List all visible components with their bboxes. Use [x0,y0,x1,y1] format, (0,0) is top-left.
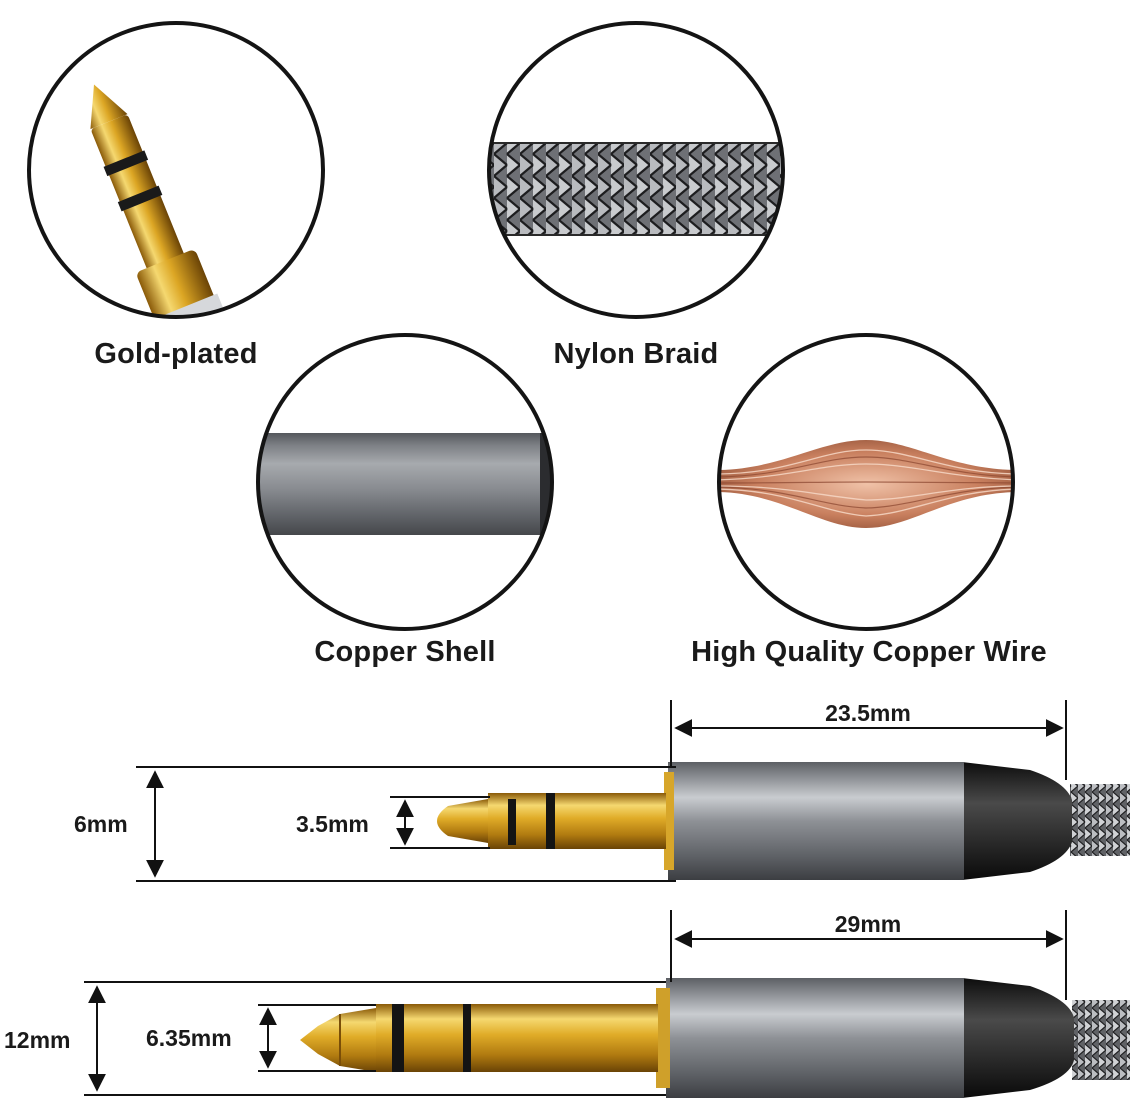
dim-635-pin-diameter: 6.35mm [146,1025,232,1051]
dim-35-pin-diameter: 3.5mm [296,811,369,837]
label-gold-plated: Gold-plated [94,338,258,370]
dim-35-shell-length: 23.5mm [825,700,911,726]
plug-35mm-diagram [437,762,1130,880]
label-copper-shell: Copper Shell [314,636,496,668]
dim-35-shell-diameter: 6mm [74,811,128,837]
dim-635-shell-diameter: 12mm [4,1027,71,1053]
plug-635mm-diagram [300,978,1130,1098]
label-nylon-braid: Nylon Braid [553,338,719,370]
gold-plated-closeup [27,21,325,319]
nylon-braid-closeup [487,21,785,319]
copper-wire-closeup [717,333,1015,631]
copper-shell-closeup [256,333,554,631]
label-copper-wire: High Quality Copper Wire [691,636,1047,668]
dimension-lines [84,700,1067,1096]
dim-635-shell-length: 29mm [834,911,902,937]
